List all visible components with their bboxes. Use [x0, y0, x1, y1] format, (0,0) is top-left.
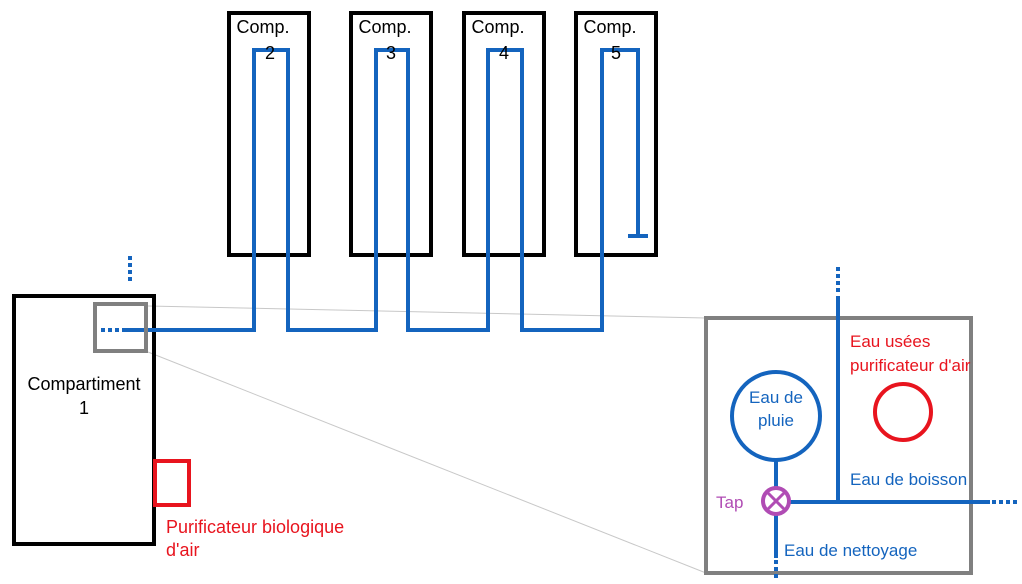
- drinking-water-label: Eau de boisson: [850, 470, 967, 489]
- waste-water-label-line2: purificateur d'air: [850, 356, 971, 375]
- compartment-2-box: [227, 11, 311, 257]
- zoom-connector-bottom: [147, 351, 707, 574]
- cleaning-water-label: Eau de nettoyage: [784, 541, 917, 560]
- bio-purifier-label-line1: Purificateur biologique: [166, 517, 344, 537]
- compartment-4-number: 4: [499, 43, 509, 63]
- compartment-1-label-line1: Compartiment: [27, 374, 140, 394]
- compartment-4-title: Comp.: [471, 17, 524, 37]
- detail-highlight-box: [93, 302, 148, 353]
- tap-valve-icon: [761, 486, 791, 516]
- waste-water-label-line1: Eau usées: [850, 332, 930, 351]
- rain-water-label-line1: Eau de: [749, 388, 803, 407]
- compartment-2-number: 2: [265, 43, 275, 63]
- waste-pipe-continuation: [836, 267, 840, 292]
- drinking-pipe-continuation: [992, 500, 1017, 504]
- bio-purifier-label-line2: d'air: [166, 540, 199, 560]
- pipe-continuation-horizontal: [101, 328, 126, 332]
- compartment-5-number: 5: [611, 43, 621, 63]
- pipe-continuation-vertical: [128, 256, 132, 281]
- compartment-3-number: 3: [386, 43, 396, 63]
- main-water-pipe: [126, 48, 640, 332]
- rain-water-label-line2: pluie: [758, 411, 794, 430]
- cleaning-pipe-continuation: [774, 560, 778, 578]
- compartment-1-label-line2: 1: [79, 398, 89, 418]
- compartment-3-box: [349, 11, 433, 257]
- bio-air-purifier: [153, 459, 191, 507]
- tap-label: Tap: [716, 493, 743, 512]
- waste-water-outlet: [873, 382, 933, 442]
- compartment-5-box: [574, 11, 658, 257]
- compartment-3-title: Comp.: [358, 17, 411, 37]
- compartment-2-title: Comp.: [236, 17, 289, 37]
- compartment-1-box: [12, 294, 156, 546]
- zoom-connector-top: [147, 305, 707, 319]
- compartment-4-box: [462, 11, 546, 257]
- compartment-5-title: Comp.: [583, 17, 636, 37]
